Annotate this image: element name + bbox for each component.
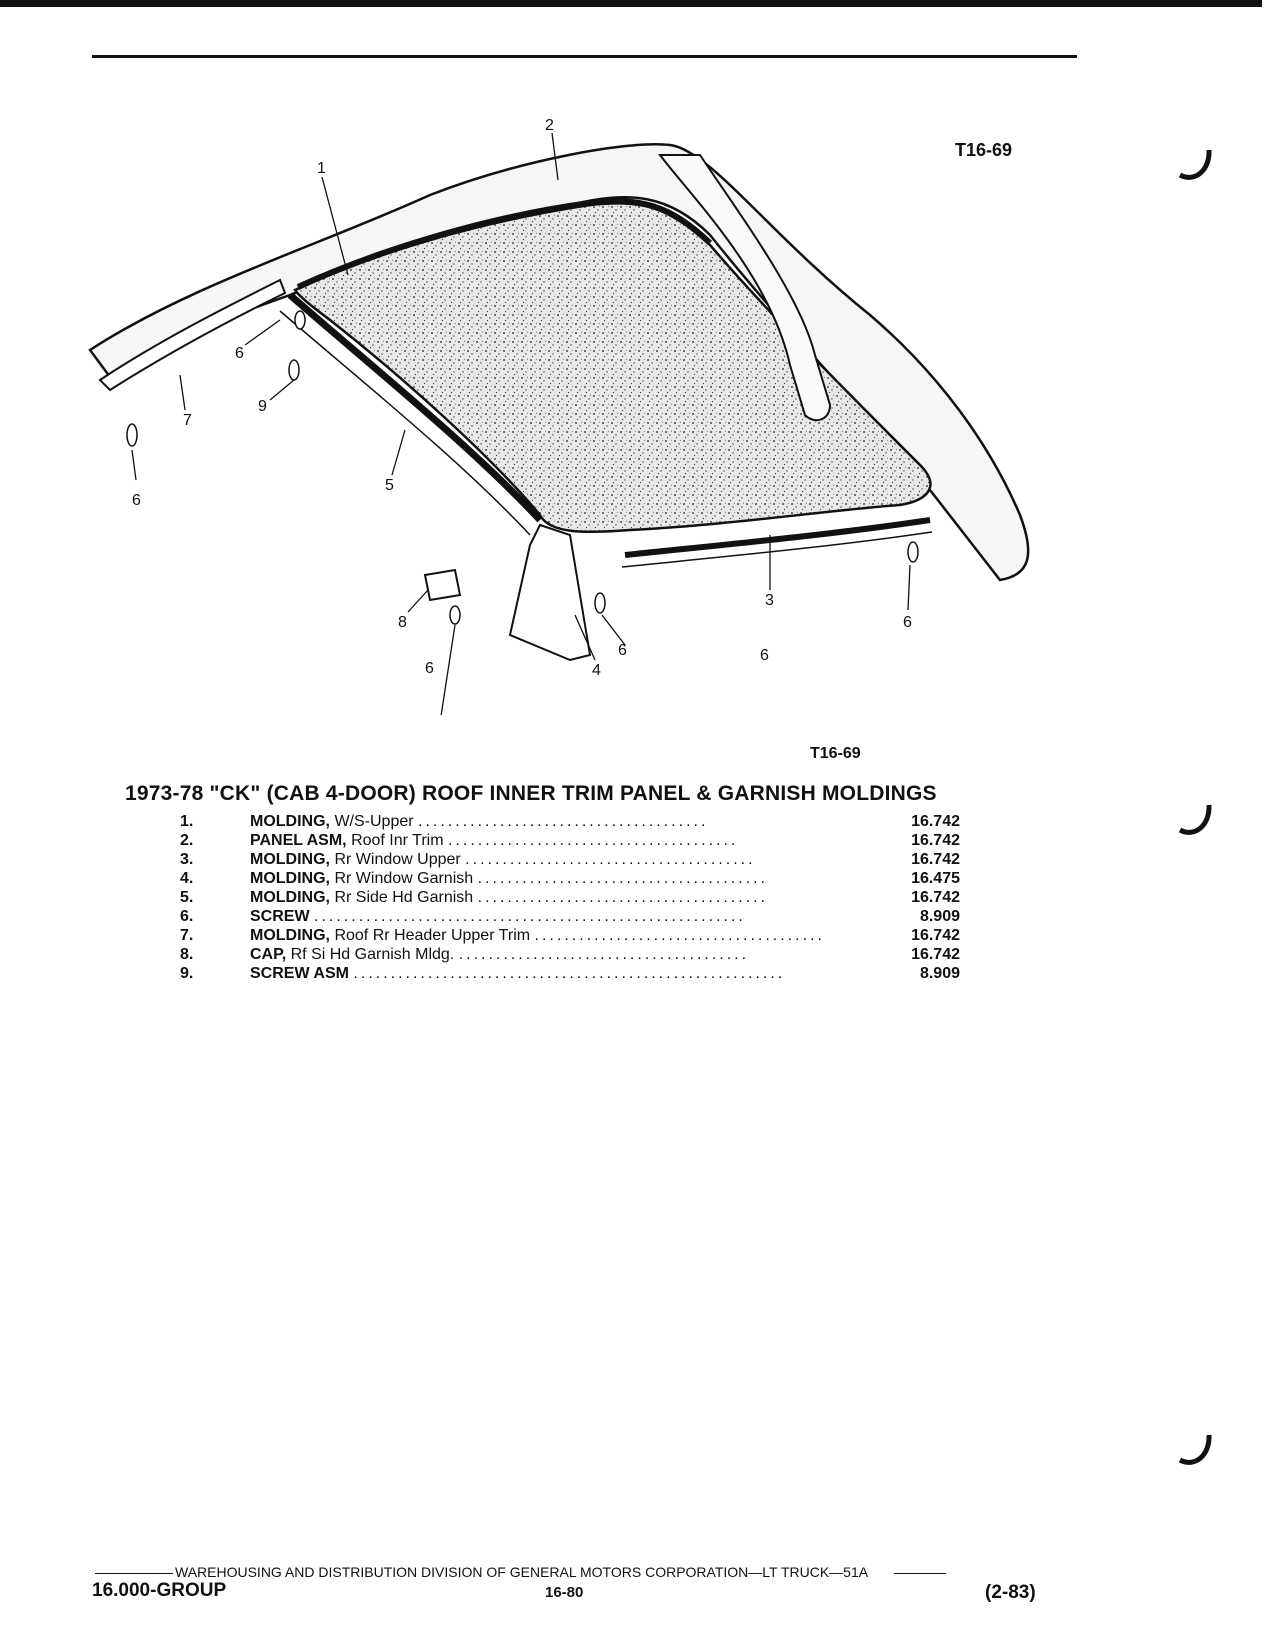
binder-hole-middle xyxy=(1178,804,1212,835)
windshield-upper-molding xyxy=(296,198,713,290)
callout-6d: 6 xyxy=(903,614,912,631)
callout-8: 8 xyxy=(398,614,407,631)
rear-header-trim-molding xyxy=(98,278,287,392)
header-rule xyxy=(92,55,1077,58)
top-border-rule xyxy=(0,0,1262,7)
footer-division: WAREHOUSING AND DISTRIBUTION DIVISION OF… xyxy=(95,1564,947,1580)
callout-5: 5 xyxy=(385,477,394,494)
figure-code-bottom: T16-69 xyxy=(810,745,861,762)
page-number: 16-80 xyxy=(545,1584,584,1601)
list-item: 9. SCREW ASM ...........................… xyxy=(180,965,960,982)
callout-6b: 6 xyxy=(235,345,244,362)
list-item: 7. MOLDING, Roof Rr Header Upper Trim ..… xyxy=(180,927,960,944)
callout-7: 7 xyxy=(183,412,192,429)
side-header-garnish-molding xyxy=(287,292,543,523)
parts-list: 1. MOLDING, W/S-Upper ..................… xyxy=(180,812,960,983)
list-item: 1. MOLDING, W/S-Upper ..................… xyxy=(180,813,960,830)
callout-4: 4 xyxy=(592,662,601,679)
page-title: 1973-78 "CK" (CAB 4-DOOR) ROOF INNER TRI… xyxy=(125,782,937,805)
list-item: 2. PANEL ASM, Roof Inr Trim ............… xyxy=(180,832,960,849)
figure-code-top: T16-69 xyxy=(955,140,1013,160)
list-item: 3. MOLDING, Rr Window Upper ............… xyxy=(180,851,960,868)
list-item: 4. MOLDING, Rr Window Garnish ..........… xyxy=(180,870,960,887)
list-item: 8. CAP, Rf Si Hd Garnish Mldg. .........… xyxy=(180,946,960,963)
binder-hole-top xyxy=(1178,149,1212,180)
callout-1: 1 xyxy=(317,160,326,177)
callout-2: 2 xyxy=(545,117,554,134)
callout-6e: 6 xyxy=(425,660,434,677)
callout-9: 9 xyxy=(258,398,267,415)
list-item: 5. MOLDING, Rr Side Hd Garnish .........… xyxy=(180,889,960,906)
list-item: 6. SCREW ...............................… xyxy=(180,908,960,925)
footer-group: 16.000-GROUP xyxy=(92,1580,227,1601)
binder-hole-bottom xyxy=(1178,1434,1212,1465)
garnish-cap xyxy=(423,568,462,602)
callout-6c: 6 xyxy=(618,642,627,659)
callout-3: 3 xyxy=(765,592,774,609)
callout-6f: 6 xyxy=(760,647,769,664)
roof-trim-diagram: 1 2 3 4 5 6 6 6 6 6 6 7 8 9 xyxy=(88,117,1030,715)
revision-date: (2-83) xyxy=(985,1582,1036,1603)
rear-window-garnish-molding xyxy=(508,523,592,662)
callout-6a: 6 xyxy=(132,492,141,509)
rear-window-upper-molding xyxy=(624,517,931,558)
